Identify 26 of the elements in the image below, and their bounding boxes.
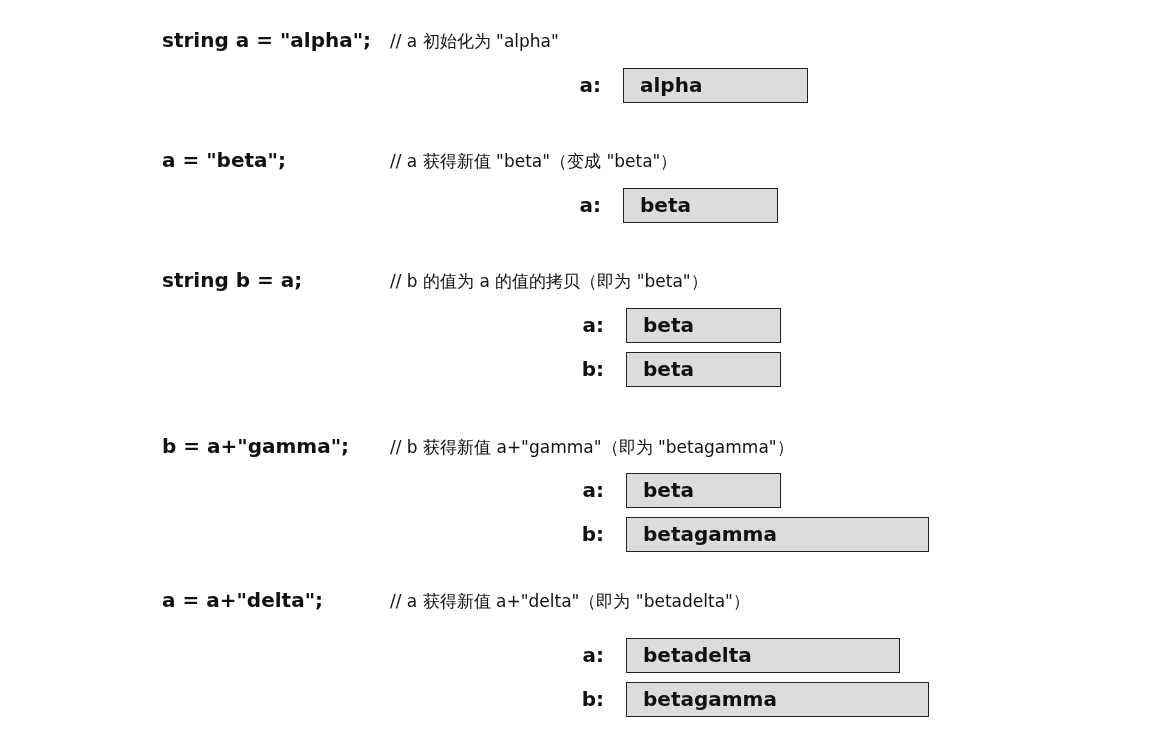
value-box: beta: [626, 352, 781, 387]
value-box: betadelta: [626, 638, 900, 673]
variable-name: a:: [582, 477, 604, 504]
code-comment: // b 的值为 a 的值的拷贝（即为 "beta"）: [390, 270, 708, 293]
code-comment: // a 初始化为 "alpha": [390, 30, 559, 53]
variable-name: a:: [579, 72, 601, 99]
value-box: beta: [626, 308, 781, 343]
code-comment: // a 获得新值 a+"delta"（即为 "betadelta"）: [390, 590, 750, 613]
code-statement: a = "beta";: [162, 148, 286, 172]
variable-name: a:: [582, 642, 604, 669]
code-statement: string b = a;: [162, 268, 303, 292]
variable-name: a:: [582, 312, 604, 339]
code-comment: // b 获得新值 a+"gamma"（即为 "betagamma"）: [390, 436, 794, 459]
value-box: alpha: [623, 68, 808, 103]
code-statement: b = a+"gamma";: [162, 434, 350, 458]
value-box: beta: [623, 188, 778, 223]
code-statement: a = a+"delta";: [162, 588, 324, 612]
variable-name: b:: [581, 356, 604, 383]
variable-name: b:: [581, 686, 604, 713]
code-statement: string a = "alpha";: [162, 28, 372, 52]
value-box: betagamma: [626, 682, 929, 717]
value-box: betagamma: [626, 517, 929, 552]
variable-name: b:: [581, 521, 604, 548]
value-box: beta: [626, 473, 781, 508]
variable-name: a:: [579, 192, 601, 219]
code-comment: // a 获得新值 "beta"（变成 "beta"）: [390, 150, 678, 173]
